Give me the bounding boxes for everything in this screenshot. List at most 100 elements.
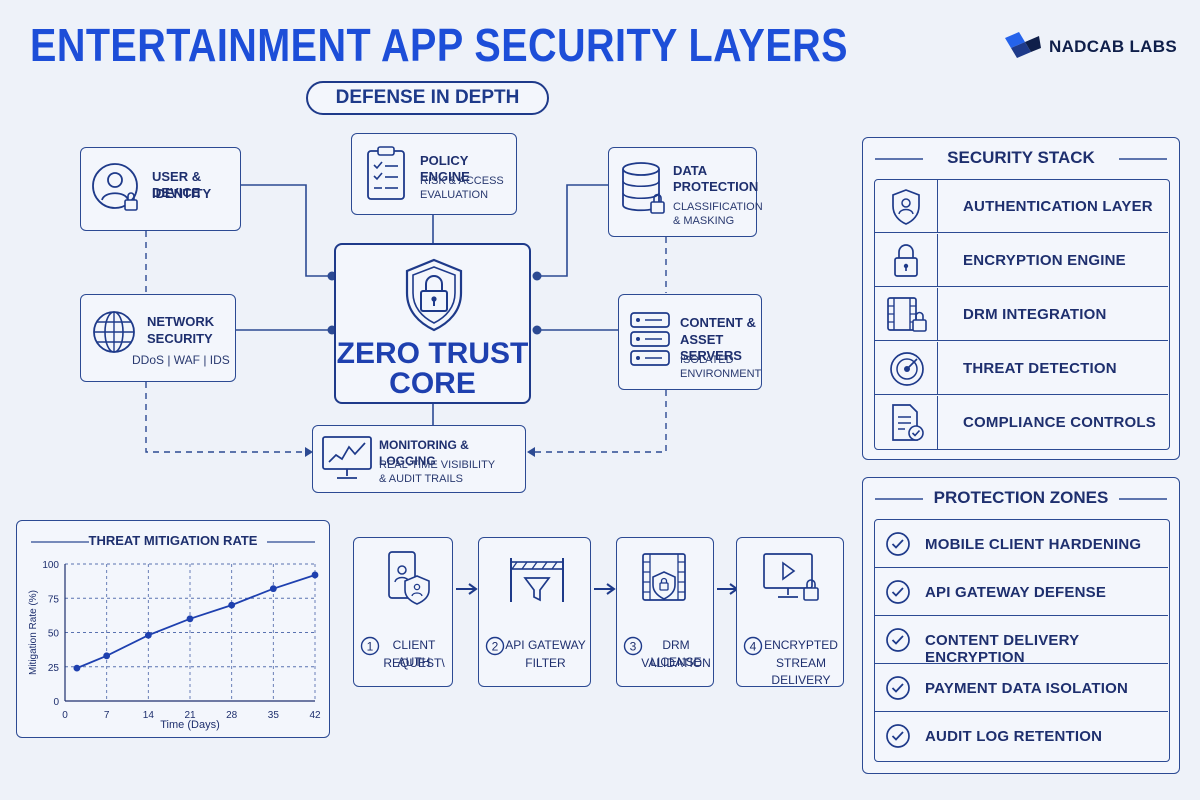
clipboard-icon [367,146,405,200]
chart-xtick-label: 42 [309,710,321,721]
protection-zone-item: MOBILE CLIENT HARDENING [874,520,1168,568]
protection-zones-heading: PROTECTION ZONES [933,488,1109,507]
protection-zone-item: CONTENT DELIVERY ENCRYPTION [874,616,1168,666]
step-number: 1 [367,640,374,654]
protection-zone-label: API GATEWAY DEFENSE [925,584,1107,601]
chart-title: THREAT MITIGATION RATE [88,533,258,548]
stack-item-compliance: COMPLIANCE CONTROLS [874,396,1168,449]
brand-logo: NADCAB LABS [1003,30,1177,64]
chart-data-point [228,601,236,609]
shield-user-icon [892,189,920,225]
identity-node: USER & DEVICE IDENTITY [80,147,241,231]
data-title-2: PROTECTION [673,179,759,194]
protection-zones-panel: PROTECTION ZONES MOBILE CLIENT HARDENING… [862,477,1180,774]
flow-step-label-2: VALIDATION [641,656,711,670]
stack-item-label: DRM INTEGRATION [963,306,1107,323]
protection-zones-heading-rules [875,498,1167,500]
monitoring-node: MONITORING & LOGGING REAL-TIME VISIBILIT… [312,425,526,493]
stack-item-drm: DRM INTEGRATION [874,288,1168,341]
film-shield-icon [642,553,686,601]
stack-item-icon-cell [874,342,938,394]
monitoring-sub-2: & AUDIT TRAILS [379,473,463,485]
chart-data-point [186,615,194,623]
chart-data-point [144,631,152,639]
protection-zone-item: API GATEWAY DEFENSE [874,568,1168,616]
content-title-1: CONTENT & [680,315,756,330]
content-title-2: ASSET SERVERS [680,332,742,363]
flow-arrow-icon [456,583,478,595]
chart-data-point [269,585,277,593]
core-line-2: CORE [389,367,476,400]
flow-arrow-icon [594,583,616,595]
step-number-badge: 4 [743,636,763,656]
chart-ytick-label: 0 [53,697,59,708]
step-number: 4 [750,640,757,654]
brand-name: NADCAB LABS [1049,37,1177,56]
chart-series-line [76,574,316,669]
step-number-badge: 3 [623,636,643,656]
chart-y-label: Mitigation Rate (%) [28,590,39,675]
content-sub-2: ENVIRONMENT [680,368,762,380]
chart-ytick-label: 75 [48,594,60,605]
flow-step-label-2: STREAM DELIVERY [771,656,831,687]
flow-step-label-2: FILTER [525,656,566,670]
step-number: 3 [630,640,637,654]
chart-xtick-label: 21 [184,710,196,721]
protection-zones-table [874,519,1170,762]
stack-item-icon-cell [874,180,938,232]
chart-ytick-label: 50 [48,629,60,640]
stack-item-authentication: AUTHENTICATION LAYER [874,180,1168,233]
chart-xtick-label: 14 [143,710,155,721]
stack-item-icon-cell [874,288,938,340]
flow-step-label-2: REQUEST\ [383,656,445,670]
check-circle-icon [886,724,910,748]
data-protection-node: DATA PROTECTION CLASSIFICATION & MASKING [608,147,763,237]
document-check-icon [892,404,924,441]
protection-zone-label: MOBILE CLIENT HARDENING [925,536,1142,553]
data-title-1: DATA [673,163,708,178]
check-circle-icon [886,580,910,604]
flow-step: 4 ENCRYPTED STREAM DELIVERY [736,537,844,687]
step-number-badge: 2 [485,636,505,656]
flow-step-label-1: CLIENT AUTH [392,638,436,669]
page-subtitle: DEFENSE IN DEPTH [306,81,549,115]
check-circle-icon [886,628,910,652]
monitoring-sub-1: REAL-TIME VISIBILITY [379,459,496,471]
security-stack-table [874,179,1170,450]
policy-sub-1: RISK & ACCESS [420,175,504,187]
flow-step-label-1: DRM LICENSE [650,638,702,669]
phone-user-icon [388,551,430,605]
policy-node: POLICY ENGINE RISK & ACCESS EVALUATION [351,133,517,215]
padlock-icon [894,244,918,277]
core-line-1: ZERO TRUST [336,337,529,370]
chart-data-point [103,652,111,660]
chart-xtick-label: 35 [268,710,280,721]
chart-x-label: Time (Days) [160,719,219,731]
step-number: 2 [492,640,499,654]
diagram-connectors [145,184,667,457]
monitor-play-icon [763,553,819,601]
policy-title: POLICY ENGINE [420,153,470,184]
monitoring-title: MONITORING & LOGGING [379,438,469,468]
flow-step-label-1: ENCRYPTED [764,638,838,652]
chart-xtick-label: 28 [226,710,238,721]
stack-item-icon-cell [874,234,938,286]
stack-item-icon-cell [874,396,938,449]
protection-zone-label: AUDIT LOG RETENTION [925,728,1103,745]
network-title-2: SECURITY [147,331,213,346]
user-lock-icon [92,163,138,211]
zero-trust-core: ZERO TRUST CORE [334,243,531,404]
stack-item-encryption: ENCRYPTION ENGINE [874,234,1168,287]
network-node: NETWORK SECURITY DDoS | WAF | IDS [80,294,236,382]
protection-zone-label: PAYMENT DATA ISOLATION [925,680,1129,697]
chart-title-rules [31,541,315,543]
server-icon [630,312,670,366]
security-stack-heading-rules [875,158,1167,160]
security-stack-heading: SECURITY STACK [947,148,1095,167]
identity-title-2: IDENTITY [152,186,212,201]
radar-icon [890,352,924,386]
